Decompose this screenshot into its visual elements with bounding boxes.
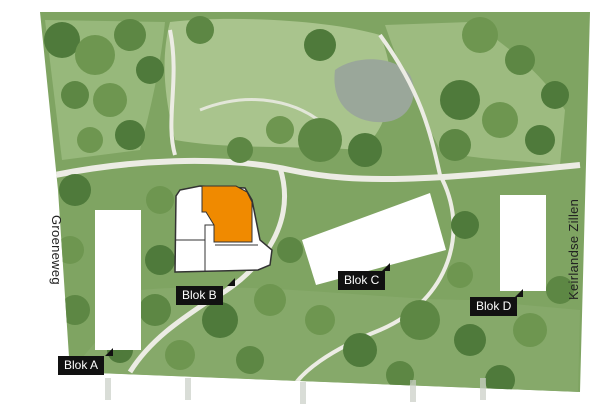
blok-a-label[interactable]: Blok A: [58, 356, 105, 375]
blok-d-label[interactable]: Blok D: [470, 297, 518, 316]
selected-apartment-unit[interactable]: [201, 185, 253, 243]
lawn-south: [70, 287, 580, 392]
south-edge-shadows: [105, 378, 486, 404]
path-north-curve: [168, 29, 177, 156]
blok-b-label-pointer: [227, 278, 235, 286]
blok-b-label[interactable]: Blok B: [176, 286, 223, 305]
pond: [334, 59, 414, 123]
tree-canopy-group: [44, 16, 574, 392]
main-path-east-west: [54, 157, 581, 183]
blok-d-label-pointer: [515, 289, 523, 297]
building-blok-d: [500, 195, 546, 291]
street-label-keirlandse-zillen: Keirlandse Zillen: [566, 198, 581, 300]
blok-a-label-pointer: [105, 348, 113, 356]
blok-c-label-pointer: [382, 263, 390, 271]
blok-c-label[interactable]: Blok C: [338, 271, 386, 290]
building-blok-a: [95, 210, 141, 350]
path-north-east: [378, 33, 442, 176]
street-label-groeneweg: Groeneweg: [49, 215, 64, 285]
building-blok-c: [302, 193, 446, 285]
